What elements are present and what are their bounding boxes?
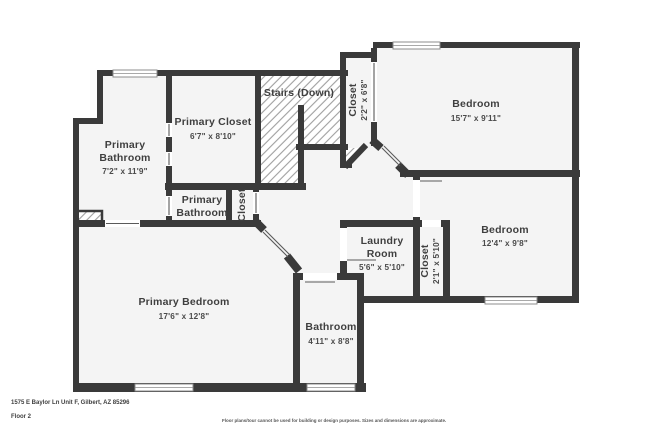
dims-closet-top: 2'2" x 6'8"	[360, 79, 369, 120]
label-closet-lower: Closet	[419, 244, 431, 278]
label-primary-bathroom-2: Bathroom	[99, 152, 150, 164]
footer-disclaimer: Floor plans/tour cannot be used for buil…	[222, 418, 447, 423]
window-primary-bathroom	[112, 69, 158, 78]
label-bathroom: Bathroom	[305, 321, 356, 333]
dims-primary-closet: 6'7" x 8'10"	[190, 132, 236, 141]
label-stairs: Stairs (Down)	[264, 87, 334, 99]
window-bedroom-top	[392, 41, 441, 50]
dims-primary-bedroom: 17'6" x 12'8"	[159, 312, 210, 321]
label-primary-bedroom: Primary Bedroom	[138, 296, 229, 308]
footer-address: 1575 E Baylor Ln Unit F, Gilbert, AZ 852…	[11, 400, 130, 406]
dims-primary-bathroom: 7'2" x 11'9"	[102, 167, 147, 176]
door-leaves	[106, 63, 442, 283]
window-bathroom	[306, 383, 356, 392]
label-primary-bathroom-small-2: Bathroom	[176, 207, 227, 219]
dims-closet-lower: 2'1" x 5'10"	[432, 238, 441, 284]
room-labels: Primary Bathroom 7'2" x 11'9" Primary Cl…	[99, 79, 528, 346]
label-closet-hall: Closet	[236, 188, 248, 222]
footer-floor-label: Floor 2	[11, 414, 32, 420]
label-laundry-1: Laundry	[361, 235, 404, 247]
window-primary-bedroom	[134, 383, 194, 392]
label-laundry-2: Room	[367, 248, 398, 260]
dims-bathroom: 4'11" x 8'8"	[308, 337, 353, 346]
windows	[112, 41, 538, 392]
label-primary-bathroom-small-1: Primary	[182, 194, 223, 206]
label-primary-closet: Primary Closet	[175, 116, 252, 128]
dims-laundry: 5'6" x 5'10"	[359, 263, 405, 272]
window-bedroom-lower	[484, 296, 538, 305]
label-closet-top: Closet	[347, 83, 359, 117]
diagonal-walls	[252, 137, 411, 274]
label-bedroom-top: Bedroom	[452, 98, 500, 110]
dims-bedroom-top: 15'7" x 9'11"	[451, 114, 501, 123]
label-bedroom-lower: Bedroom	[481, 224, 529, 236]
dims-bedroom-lower: 12'4" x 9'8"	[482, 239, 528, 248]
label-primary-bathroom-1: Primary	[105, 139, 146, 151]
